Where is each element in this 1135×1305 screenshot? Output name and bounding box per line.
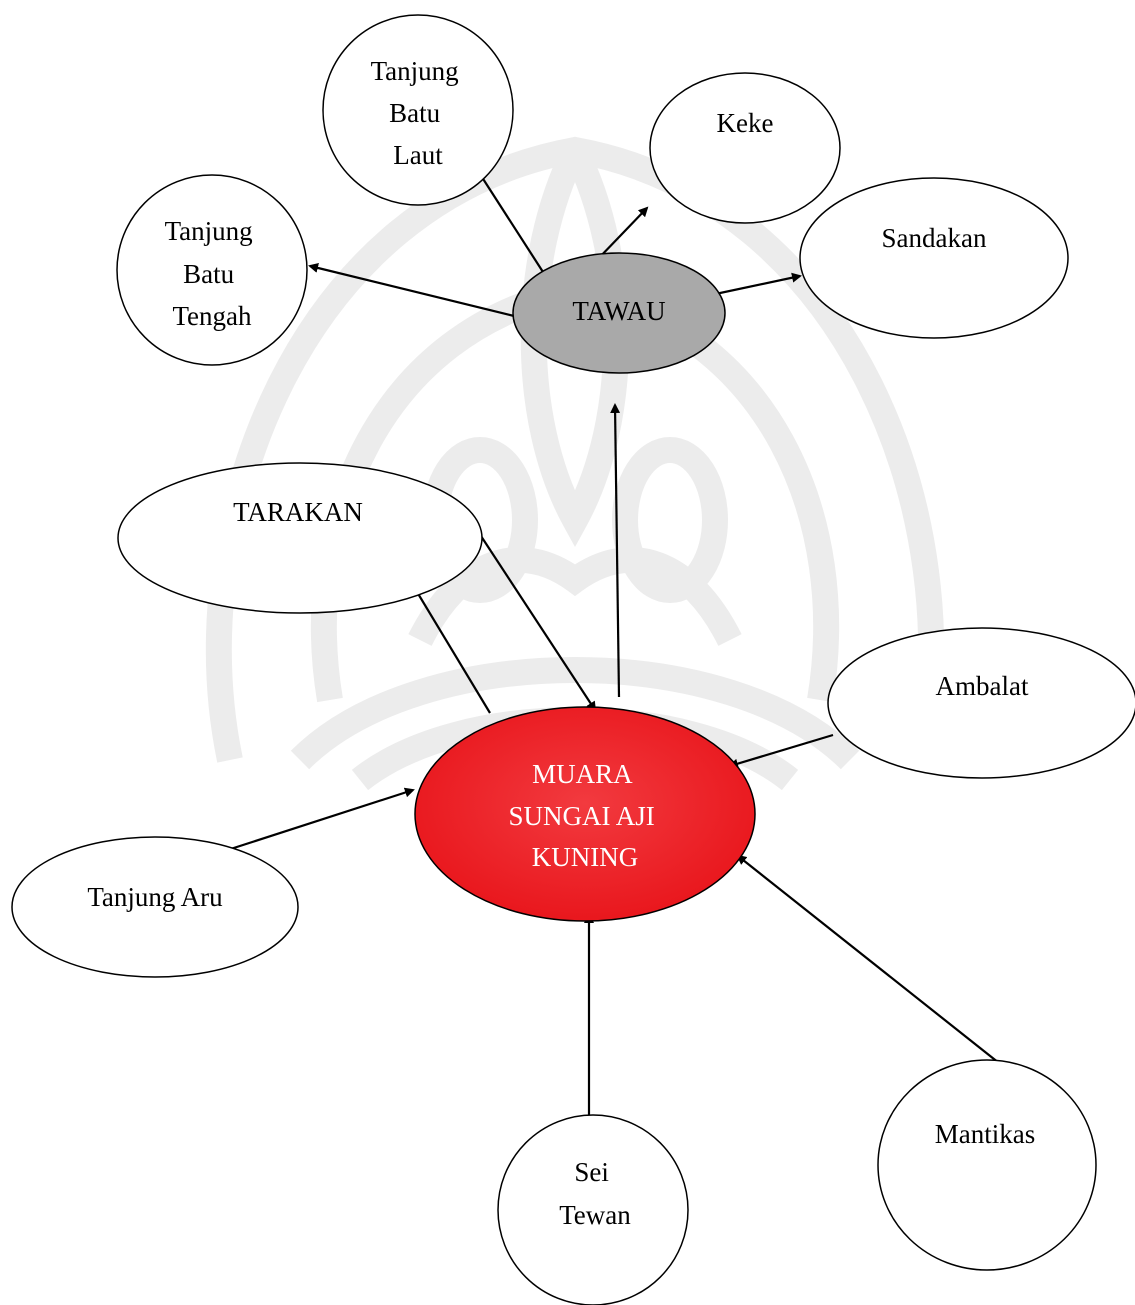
tanjung-batu-laut-line-2: Batu (389, 98, 440, 128)
node-sei-tewan: Sei Tewan (497, 1114, 689, 1305)
muara-line-1: MUARA (532, 759, 633, 789)
arrow-tawau-to-tanjung-batu-laut (476, 169, 544, 273)
node-muara-sungai-aji-kuning: MUARA SUNGAI AJI KUNING (414, 706, 756, 922)
node-tanjung-aru: Tanjung Aru (11, 836, 299, 978)
svg-text:Sei Tewan: Sei Tewan (559, 1157, 631, 1230)
tanjung-batu-laut-line-3: Laut (393, 140, 443, 170)
keke-label: Keke (717, 108, 774, 138)
tarakan-label: TARAKAN (233, 497, 363, 527)
svg-text:Tanjung Aru: Tanjung Aru (87, 882, 223, 912)
muara-line-2: SUNGAI AJI (508, 801, 654, 831)
arrow-muara-sungai-aji-kuning-to-tarakan (406, 575, 491, 714)
arrow-muara-sungai-aji-kuning-to-tawau (610, 403, 621, 698)
svg-text:Tanjung Batu Tenga: Tanjung Batu Tengah (165, 216, 260, 331)
sandakan-label: Sandakan (882, 223, 987, 253)
tanjung-batu-laut-line-1: Tanjung (371, 56, 459, 86)
arrow-mantikas-to-muara-sungai-aji-kuning (736, 854, 1000, 1064)
sei-tewan-line-2: Tewan (559, 1200, 631, 1230)
arrow-tarakan-to-muara-sungai-aji-kuning (478, 532, 597, 712)
muara-line-3: KUNING (532, 842, 638, 872)
node-tanjung-batu-laut: Tanjung Batu Laut (322, 14, 514, 206)
svg-text:TARAKAN: TARAKAN (233, 497, 363, 527)
connections (211, 169, 1000, 1115)
svg-text:TAWAU: TAWAU (572, 296, 665, 326)
node-mantikas: Mantikas (877, 1059, 1097, 1271)
svg-text:Tanjung Batu Laut: Tanjung Batu Laut (371, 56, 466, 170)
node-ambalat: Ambalat (827, 627, 1135, 779)
sei-tewan-line-1: Sei (574, 1157, 609, 1187)
svg-text:Sandakan: Sandakan (882, 223, 987, 253)
node-sandakan: Sandakan (799, 177, 1069, 339)
ambalat-label: Ambalat (936, 671, 1029, 701)
node-keke: Keke (649, 72, 841, 224)
mantikas-label: Mantikas (935, 1119, 1036, 1149)
arrow-tanjung-aru-to-muara-sungai-aji-kuning (211, 787, 415, 857)
node-tawau: TAWAU (512, 252, 726, 374)
svg-text:Ambalat: Ambalat (936, 671, 1029, 701)
tanjung-batu-tengah-line-2: Batu (183, 259, 234, 289)
svg-text:MUARA SUNGAI AJI K: MUARA SUNGAI AJI KUNING (508, 759, 661, 872)
tanjung-batu-tengah-line-3: Tengah (172, 301, 252, 331)
node-tanjung-batu-tengah: Tanjung Batu Tengah (116, 174, 308, 366)
tanjung-aru-label: Tanjung Aru (87, 882, 223, 912)
svg-text:Keke: Keke (717, 108, 774, 138)
tawau-label: TAWAU (572, 296, 665, 326)
svg-text:Mantikas: Mantikas (935, 1119, 1036, 1149)
arrow-tawau-to-tanjung-batu-tengah (308, 263, 515, 318)
arrow-ambalat-to-muara-sungai-aji-kuning (728, 733, 834, 769)
arrow-tawau-to-sandakan (705, 272, 802, 298)
tanjung-batu-tengah-line-1: Tanjung (165, 216, 253, 246)
arrow-tawau-to-keke (595, 206, 649, 262)
node-tarakan: TARAKAN (117, 462, 483, 614)
